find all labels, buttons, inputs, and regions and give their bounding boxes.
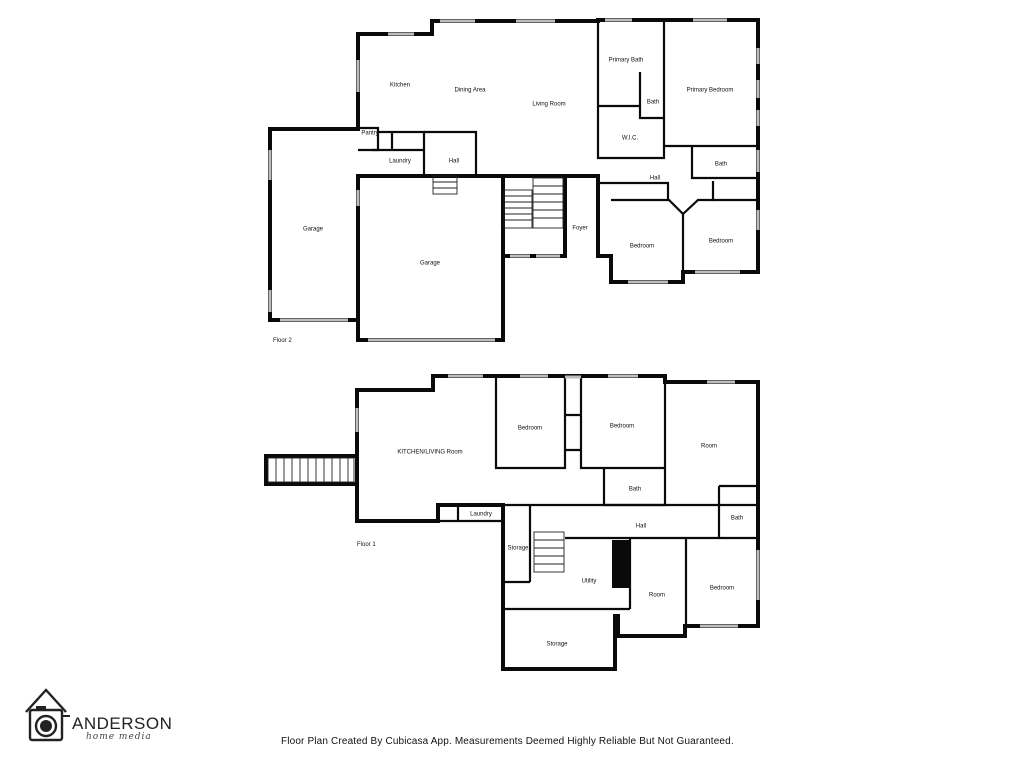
- room-label-foyer: Foyer: [572, 226, 587, 232]
- room-label-room-a: Room: [701, 444, 717, 450]
- room-label-wic: W.I.C.: [622, 136, 639, 142]
- room-label-bath-b: Bath: [731, 516, 743, 522]
- room-label-living-room: Living Room: [532, 102, 565, 108]
- room-label-bedroom-a: Bedroom: [518, 426, 542, 432]
- floor-2-label: Floor 2: [273, 338, 292, 344]
- room-label-kitchen-living-room: KITCHEN/LIVING Room: [397, 450, 462, 456]
- room-label-pantry: Pantry: [361, 131, 378, 137]
- floor-2-windows: [268, 18, 760, 342]
- room-label-laundry: Laundry: [470, 512, 492, 518]
- room-label-bedroom-c: Bedroom: [710, 586, 734, 592]
- room-label-bath-small: Bath: [647, 100, 659, 106]
- room-label-laundry: Laundry: [389, 159, 411, 165]
- room-label-primary-bath: Primary Bath: [609, 58, 644, 64]
- room-label-dining-area: Dining Area: [454, 88, 486, 94]
- floor-1-interior-walls: [436, 376, 758, 626]
- brand-tagline: home media: [86, 732, 152, 742]
- room-label-bath-a: Bath: [629, 487, 641, 493]
- room-label-primary-bedroom: Primary Bedroom: [687, 88, 734, 94]
- disclaimer-text: Floor Plan Created By Cubicasa App. Meas…: [281, 736, 734, 747]
- floor-2-plan: Kitchen Dining Area Living Room Primary …: [268, 18, 760, 344]
- room-label-kitchen: Kitchen: [390, 83, 410, 89]
- floor-1-room-labels: KITCHEN/LIVING Room Bedroom Bedroom Room…: [357, 424, 743, 648]
- room-label-hall-1: Hall: [449, 159, 459, 165]
- floor-1-label: Floor 1: [357, 542, 376, 548]
- camera-house-icon: [25, 688, 70, 742]
- floor-2-stairs: [432, 175, 564, 229]
- room-label-utility: Utility: [582, 579, 597, 585]
- room-label-bedroom-b: Bedroom: [709, 239, 733, 245]
- floor-2-room-labels: Kitchen Dining Area Living Room Primary …: [273, 58, 733, 344]
- floor-2-interior-walls: [358, 20, 758, 272]
- room-label-hall-2: Hall: [650, 176, 660, 182]
- brand-name: ANDERSON: [72, 714, 173, 733]
- room-label-bedroom-b: Bedroom: [610, 424, 634, 430]
- floor-1-stairs: [267, 457, 565, 573]
- room-label-room-b: Room: [649, 593, 665, 599]
- room-label-garage-left: Garage: [303, 227, 324, 233]
- utility-equipment: [612, 540, 630, 588]
- floor-1-windows: [355, 374, 760, 628]
- room-label-bedroom-a: Bedroom: [630, 244, 654, 250]
- room-label-storage-b: Storage: [546, 642, 568, 648]
- floor-1-plan: KITCHEN/LIVING Room Bedroom Bedroom Room…: [264, 374, 760, 671]
- room-label-hall: Hall: [636, 524, 646, 530]
- room-label-garage-main: Garage: [420, 261, 441, 267]
- room-label-storage-a: Storage: [507, 546, 529, 552]
- floor-1-exterior-walls: [264, 374, 760, 671]
- room-label-bath-2: Bath: [715, 162, 727, 168]
- floor-2-exterior-walls: [268, 18, 760, 342]
